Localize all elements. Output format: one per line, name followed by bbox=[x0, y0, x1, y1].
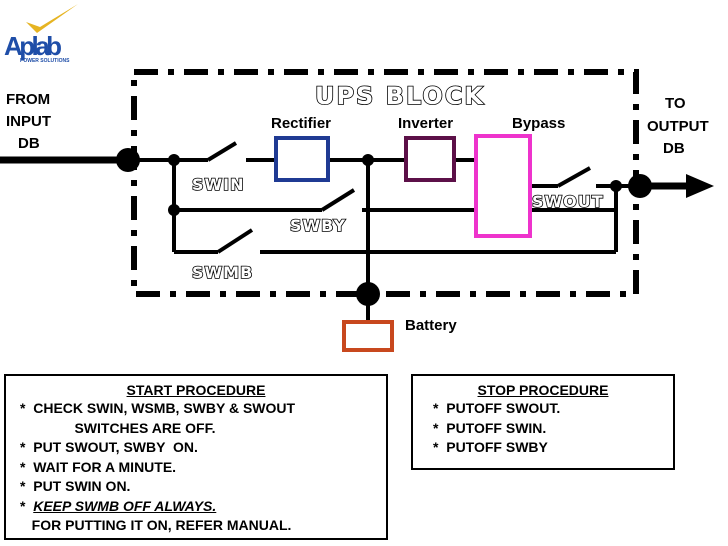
stop-procedure-title: STOP PROCEDURE bbox=[477, 382, 609, 398]
keep-prefix: * bbox=[20, 497, 34, 514]
input-label-line-2: INPUT bbox=[6, 113, 51, 130]
output-label-line-3: DB bbox=[663, 140, 685, 157]
logo-brand: Aplab bbox=[4, 31, 62, 61]
battery-label: Battery bbox=[405, 317, 457, 334]
battery-node bbox=[356, 282, 380, 306]
svg-text:TO OUTPUT DB: TO OUTPUT DB bbox=[647, 95, 713, 157]
start-procedure-line: SWITCHES ARE OFF. bbox=[20, 419, 216, 436]
ups-block-title: UPS BLOCK bbox=[315, 82, 485, 110]
output-label-line-2: OUTPUT bbox=[647, 118, 709, 135]
start-procedure-line: FOR PUTTING IT ON, REFER MANUAL. bbox=[20, 517, 292, 533]
svg-text:FROM INPUT DB: FROM INPUT DB bbox=[6, 91, 55, 152]
stop-procedure-box: STOP PROCEDURE * PUTOFF SWOUT. * PUTOFF … bbox=[411, 374, 675, 470]
inverter-box bbox=[404, 136, 456, 182]
start-procedure-line: * KEEP SWMB OFF ALWAYS. bbox=[20, 497, 386, 517]
output-arrow-icon bbox=[686, 174, 714, 198]
aplab-logo: Aplab POWER SOLUTIONS bbox=[4, 4, 78, 64]
stop-procedure-line: * PUTOFF SWIN. bbox=[433, 419, 547, 436]
inverter-label: Inverter bbox=[398, 115, 453, 132]
rectifier-label: Rectifier bbox=[271, 115, 331, 132]
swin-label: SWIN bbox=[192, 175, 245, 194]
stop-procedure-line: * PUTOFF SWOUT. bbox=[433, 400, 561, 416]
junction-node bbox=[168, 154, 180, 166]
battery-box bbox=[342, 320, 394, 352]
swmb-label: SWMB bbox=[192, 263, 253, 282]
start-procedure-line: * PUT SWOUT, SWBY ON. bbox=[20, 439, 198, 455]
logo-tagline: POWER SOLUTIONS bbox=[20, 58, 70, 64]
rectifier-box bbox=[274, 136, 330, 182]
start-procedure-title: START PROCEDURE bbox=[126, 382, 266, 398]
input-node bbox=[116, 148, 140, 172]
start-procedure-line: * WAIT FOR A MINUTE. bbox=[20, 458, 177, 475]
logo-swoosh-icon bbox=[26, 4, 78, 33]
bypass-box bbox=[474, 134, 532, 238]
swby-label: SWBY bbox=[290, 216, 346, 235]
stop-procedure-line: * PUTOFF SWBY bbox=[433, 439, 548, 455]
input-label-line-1: FROM bbox=[6, 91, 50, 108]
output-label-line-1: TO bbox=[665, 95, 686, 112]
start-procedure-box: START PROCEDURE * CHECK SWIN, WSMB, SWBY… bbox=[4, 374, 388, 540]
bypass-label: Bypass bbox=[512, 115, 565, 132]
keep-swmb-off-text: KEEP SWMB OFF ALWAYS. bbox=[33, 497, 217, 514]
junction-node bbox=[610, 180, 622, 192]
start-procedure-line: * PUT SWIN ON. bbox=[20, 478, 131, 494]
input-label-line-3: DB bbox=[18, 135, 40, 152]
start-procedure-line: * CHECK SWIN, WSMB, SWBY & SWOUT bbox=[20, 400, 296, 416]
output-node bbox=[628, 174, 652, 198]
swout-label: SWOUT bbox=[532, 192, 604, 211]
junction-node bbox=[168, 204, 180, 216]
junction-node bbox=[362, 154, 374, 166]
